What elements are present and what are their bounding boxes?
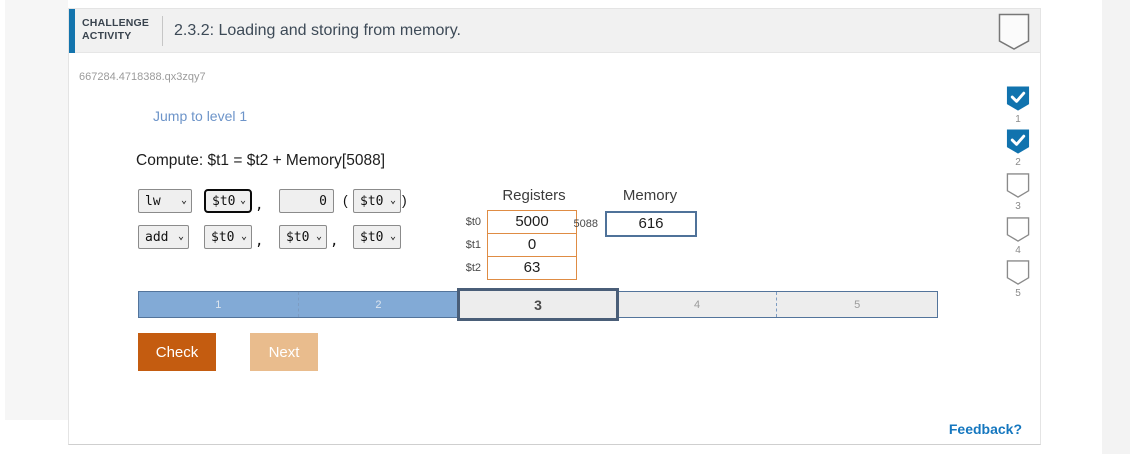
badge-line1: CHALLENGE <box>82 17 150 29</box>
instruction-row-2: add ⌄ $t0 ⌄ , $t0 ⌄ , $t0 ⌄ <box>136 225 476 249</box>
level-2-item: 2 <box>1005 129 1031 168</box>
registers-panel: Registers $t0 5000 $t1 0 $t2 63 <box>453 187 587 280</box>
level-checked-shield-icon[interactable] <box>1006 86 1030 111</box>
instruction-builder: lw ⌄ $t0 ⌄ , ( $t0 ⌄ ) add ⌄ $t0 ⌄ <box>136 189 476 253</box>
memory-value: 616 <box>605 211 697 237</box>
page-gutter-left <box>5 0 68 420</box>
progress-segment-4: 4 <box>617 292 778 317</box>
feedback-link[interactable]: Feedback? <box>948 421 1022 437</box>
progress-segment-5: 5 <box>777 292 937 317</box>
memory-title: Memory <box>622 187 678 204</box>
rt-select-row1[interactable]: $t0 ⌄ <box>204 189 252 213</box>
rt-select-row2[interactable]: $t0 ⌄ <box>353 225 401 249</box>
check-button[interactable]: Check <box>138 333 216 371</box>
chevron-down-icon: ⌄ <box>180 194 187 206</box>
opcode-select-row2[interactable]: add ⌄ <box>138 225 189 249</box>
base-register-select-row1[interactable]: $t0 ⌄ <box>353 189 401 213</box>
register-label: $t2 <box>465 262 481 274</box>
memory-row: 5088 616 <box>569 211 703 237</box>
register-value: 63 <box>487 256 577 280</box>
level-checked-shield-icon[interactable] <box>1006 129 1030 154</box>
level-1-item: 1 <box>1005 86 1031 125</box>
page-gutter-right <box>1102 0 1130 454</box>
challenge-activity-badge: CHALLENGE ACTIVITY <box>82 17 149 43</box>
opcode-select-row1[interactable]: lw ⌄ <box>138 189 192 213</box>
level-number: 2 <box>1015 157 1021 168</box>
opcode-value: add <box>145 229 169 245</box>
activity-header: CHALLENGE ACTIVITY 2.3.2: Loading and st… <box>69 9 1040 53</box>
bookmark-icon[interactable] <box>998 13 1030 51</box>
offset-input[interactable] <box>279 189 334 213</box>
challenge-activity-card: CHALLENGE ACTIVITY 2.3.2: Loading and st… <box>68 8 1041 445</box>
jump-to-level-link[interactable]: Jump to level 1 <box>153 108 248 124</box>
chevron-down-icon: ⌄ <box>240 230 247 242</box>
register-label: $t0 <box>465 216 481 228</box>
progress-segment-1: 1 <box>139 292 299 317</box>
activity-title: 2.3.2: Loading and storing from memory. <box>174 22 461 39</box>
accent-bar <box>69 9 75 53</box>
next-button[interactable]: Next <box>250 333 318 371</box>
rd-value: $t0 <box>211 229 235 245</box>
level-number: 3 <box>1015 201 1021 212</box>
register-row: $t0 5000 <box>453 210 587 234</box>
register-row: $t2 63 <box>453 256 587 280</box>
compute-prompt: Compute: $t1 = $t2 + Memory[5088] <box>136 152 385 169</box>
registers-title: Registers <box>502 187 566 204</box>
level-number: 4 <box>1015 245 1021 256</box>
level-4-item: 4 <box>1005 217 1031 256</box>
chevron-down-icon: ⌄ <box>315 230 322 242</box>
base-value: $t0 <box>360 193 384 209</box>
rs-value: $t0 <box>286 229 310 245</box>
badge-line2: ACTIVITY <box>82 30 132 43</box>
level-empty-shield-icon[interactable] <box>1006 260 1030 285</box>
memory-address: 5088 <box>573 218 598 230</box>
memory-panel: Memory 5088 616 <box>569 187 703 237</box>
comma-separator: , <box>255 233 264 249</box>
chevron-down-icon: ⌄ <box>177 230 184 242</box>
open-paren: ( <box>343 192 348 208</box>
opcode-value: lw <box>145 193 161 209</box>
progress-segment-2: 2 <box>298 292 459 317</box>
instruction-row-1: lw ⌄ $t0 ⌄ , ( $t0 ⌄ ) <box>136 189 476 213</box>
chevron-down-icon: ⌄ <box>389 194 396 206</box>
rs-select-row2[interactable]: $t0 ⌄ <box>279 225 327 249</box>
register-value: 0 <box>487 233 577 257</box>
comma-separator: , <box>255 197 264 213</box>
close-paren: ) <box>402 192 407 208</box>
comma-separator: , <box>330 233 339 249</box>
chevron-down-icon: ⌄ <box>239 194 246 206</box>
progress-segment-3-current: 3 <box>457 288 619 321</box>
level-progress-bar: 1 2 3 4 5 <box>138 288 938 321</box>
level-5-item: 5 <box>1005 260 1031 299</box>
level-empty-shield-icon[interactable] <box>1006 173 1030 198</box>
rd-select-row2[interactable]: $t0 ⌄ <box>204 225 252 249</box>
register-row: $t1 0 <box>453 233 587 257</box>
rt-value: $t0 <box>212 193 236 209</box>
level-number: 1 <box>1015 114 1021 125</box>
activity-id: 667284.4718388.qx3zqy7 <box>79 71 206 83</box>
level-empty-shield-icon[interactable] <box>1006 217 1030 242</box>
level-3-item: 3 <box>1005 173 1031 212</box>
header-divider <box>162 16 163 46</box>
register-value: 5000 <box>487 210 577 234</box>
register-label: $t1 <box>465 239 481 251</box>
rt-value: $t0 <box>360 229 384 245</box>
level-number: 5 <box>1015 288 1021 299</box>
chevron-down-icon: ⌄ <box>389 230 396 242</box>
